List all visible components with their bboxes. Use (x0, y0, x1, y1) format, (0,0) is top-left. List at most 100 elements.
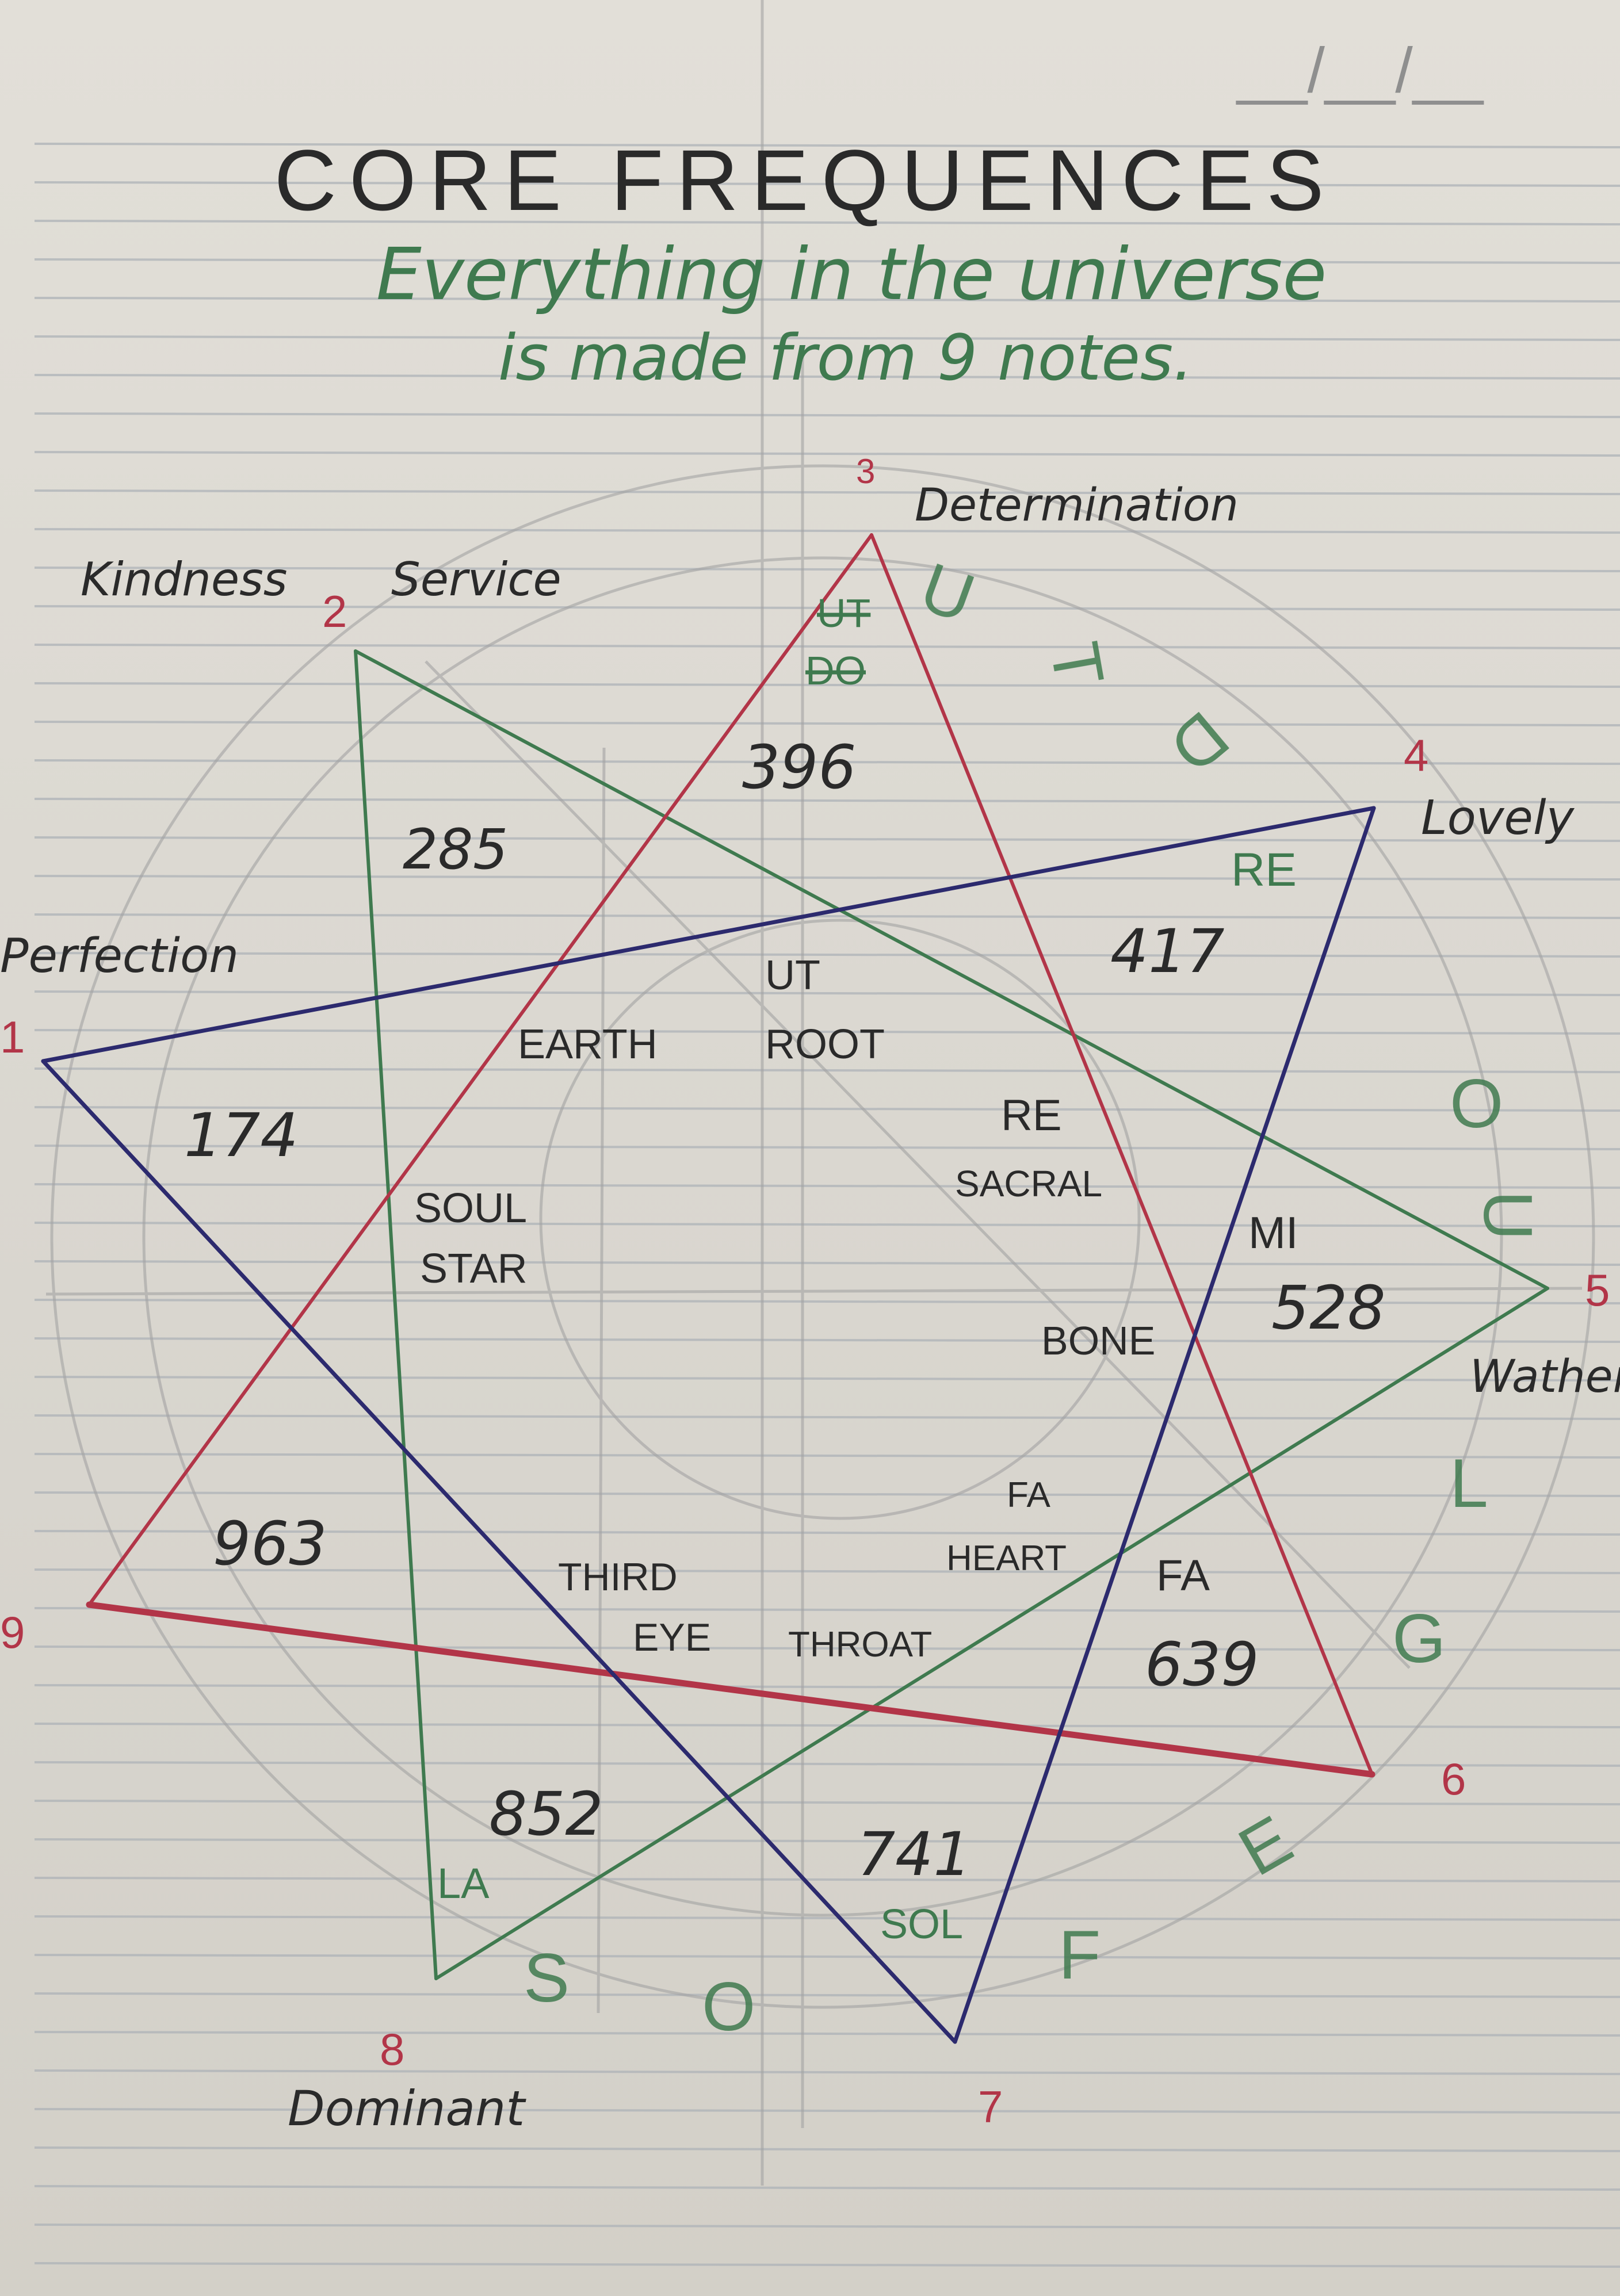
freq-852: 852 (489, 1779, 603, 1849)
pencil-letter-t: T (1036, 637, 1119, 691)
ruled-line (34, 1222, 1620, 1227)
ruled-line (34, 1992, 1620, 1998)
node-number-9: 9 (0, 1607, 25, 1658)
ruled-line (34, 2031, 1620, 2037)
subtitle-line-1: Everything in the universe (376, 233, 1327, 316)
pencil-horizontal (45, 1287, 1583, 1296)
node-number-2: 2 (322, 586, 347, 637)
pencil-diagonal (425, 660, 1411, 1669)
green-line-5-8 (434, 1287, 1549, 1980)
ruled-line (34, 2262, 1620, 2268)
pencil-letter-o2: O (702, 1968, 755, 2045)
pencil-letter-u: U (911, 548, 984, 638)
note-heart: HEART (946, 1539, 1067, 1578)
note-ut-strike: UT (817, 591, 870, 636)
node-word-2: Service (391, 553, 561, 606)
freq-963: 963 (213, 1509, 327, 1579)
ruled-line (34, 489, 1620, 495)
ruled-line (34, 1877, 1620, 1882)
note-star: STAR (420, 1246, 528, 1292)
note-root: ROOT (765, 1021, 885, 1067)
ruled-line (34, 1029, 1620, 1035)
pencil-construction (45, 0, 1595, 2186)
frequencies: 396 285 417 174 528 963 639 852 741 (184, 732, 1386, 1889)
mid-pencil-circle (142, 556, 1503, 1917)
ruled-line (34, 644, 1620, 649)
note-soul: SOUL (414, 1185, 527, 1231)
pencil-letter-g: G (1392, 1600, 1446, 1677)
note-sacral: SACRAL (955, 1163, 1102, 1204)
node-word-2-extra: Kindness (81, 553, 287, 606)
blue-line-1-7 (41, 1059, 957, 2044)
blue-line-4-7 (953, 806, 1376, 2044)
pencil-letter-s: S (524, 1939, 570, 2016)
ruled-line (34, 913, 1620, 919)
ruled-line (34, 412, 1620, 418)
red-line-3-6 (870, 533, 1374, 1776)
pencil-letter-u2: U (1469, 1191, 1546, 1241)
ruled-line (34, 1954, 1620, 1960)
ruled-line (34, 605, 1620, 611)
page-title: CORE FREQUENCES (274, 132, 1337, 228)
ruled-line (34, 952, 1620, 958)
ruled-line (34, 1491, 1620, 1497)
freq-417: 417 (1110, 916, 1225, 986)
ruled-line (34, 1800, 1620, 1805)
ruled-line (34, 181, 1620, 187)
note-eye: EYE (633, 1616, 711, 1659)
green-line-2-8 (354, 649, 438, 1980)
ruled-line (34, 1183, 1620, 1189)
note-fa-right: FA (1156, 1551, 1210, 1600)
ruled-line (34, 2069, 1620, 2075)
ruled-line (34, 721, 1620, 726)
pencil-letter-l: L (1450, 1445, 1488, 1522)
node-number-4: 4 (1404, 730, 1428, 780)
ruled-line (34, 798, 1620, 803)
ruled-line (34, 374, 1620, 380)
ruled-line (34, 2224, 1620, 2229)
ruled-line (34, 143, 1620, 148)
ruled-line (34, 875, 1620, 881)
ruled-line (34, 1761, 1620, 1767)
pencil-letter-d: D (1155, 697, 1243, 787)
ruled-line (34, 220, 1620, 225)
note-do-strike: DO (805, 648, 866, 693)
date-stub: __/__/__ (1236, 35, 1484, 106)
green-line-2-5 (354, 649, 1549, 1290)
node-word-3: Determination (915, 480, 1239, 531)
ruled-line (34, 1684, 1620, 1690)
freq-741: 741 (857, 1819, 972, 1889)
ruled-line (34, 335, 1620, 341)
freq-174: 174 (184, 1100, 299, 1170)
ruled-line (34, 297, 1620, 303)
outer-pencil-circle (50, 464, 1595, 2009)
ruled-line (34, 1145, 1620, 1150)
node-word-8: Dominant (288, 2080, 526, 2137)
ruled-line (34, 682, 1620, 688)
ruled-line (34, 1607, 1620, 1613)
ruled-line (34, 759, 1620, 765)
header: __/__/__ CORE FREQUENCES Everything in t… (274, 35, 1484, 395)
note-ut-center: UT (765, 952, 820, 998)
ruled-line (34, 1530, 1620, 1536)
pencil-letter-o: O (1450, 1065, 1503, 1142)
node-words: Perfection Service Kindness Determinatio… (0, 480, 1620, 2137)
inner-pencil-circle (539, 919, 1141, 1520)
pencil-vertical-3 (597, 747, 606, 2014)
node-number-6: 6 (1441, 1754, 1466, 1804)
freq-396: 396 (742, 732, 857, 802)
ruled-line (34, 2185, 1620, 2191)
ruled-line (34, 1260, 1620, 1266)
ruled-line (34, 2108, 1620, 2114)
ruled-line (34, 1299, 1620, 1304)
ruled-line (34, 990, 1620, 996)
note-bone: BONE (1041, 1318, 1155, 1363)
note-earth: EARTH (518, 1021, 658, 1067)
ruled-line (34, 1106, 1620, 1112)
ruled-line (34, 451, 1620, 457)
pencil-letter-f: F (1059, 1916, 1101, 1993)
ruled-line (34, 1453, 1620, 1459)
node-word-1: Perfection (0, 929, 239, 984)
